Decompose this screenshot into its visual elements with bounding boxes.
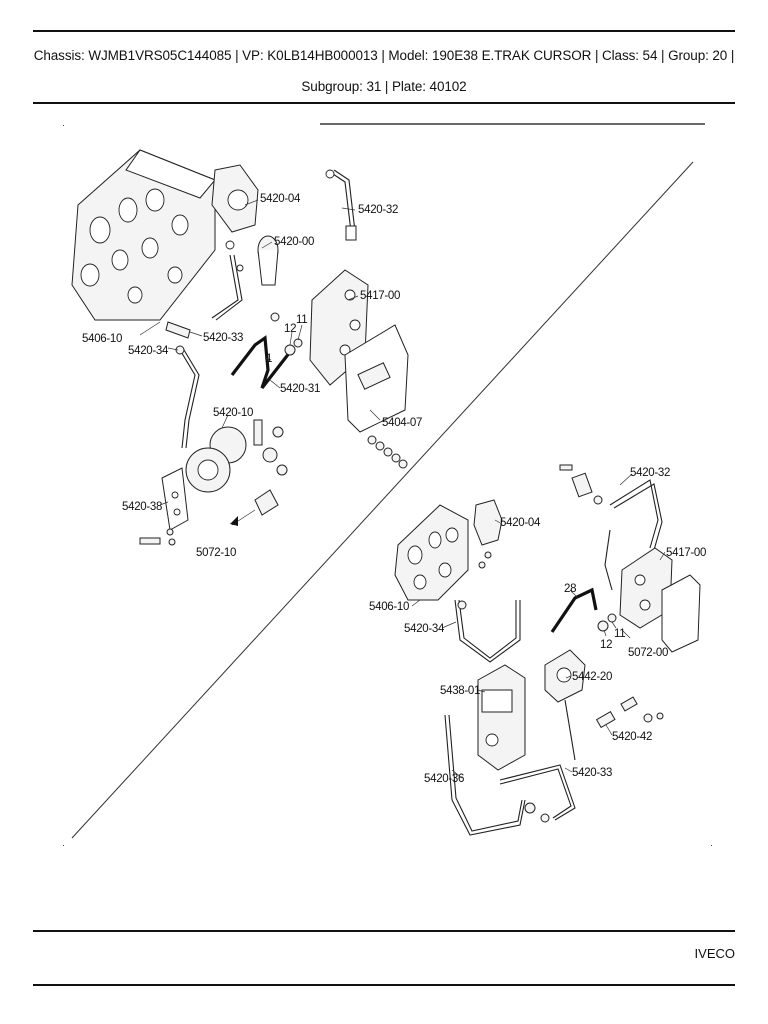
- top-bracket-5420-38: [139, 467, 189, 546]
- label-top-5420-32: 5420-32: [358, 204, 398, 216]
- label-top-5417-00: 5417-00: [360, 290, 400, 302]
- top-pipe-5420-32: [325, 169, 357, 241]
- label-bottom-5420-34: 5420-34: [404, 623, 445, 635]
- top-bracket-5404-07: [344, 324, 409, 433]
- bottom-delivery-pipe-28: [550, 587, 617, 633]
- bottom-engine-block: [394, 504, 469, 601]
- top-pipe-5420-34: [175, 345, 200, 449]
- top-valve-5072-10: [230, 464, 288, 526]
- bottom-pipe-5420-34: [454, 599, 521, 663]
- label-bottom-11: 11: [614, 628, 625, 640]
- label-top-5420-34: 5420-34: [128, 345, 169, 357]
- parts-diagram: 5420-04 5420-32 5420-00 5417-00 5406-10 …: [62, 120, 713, 850]
- header-top-rule: [33, 30, 735, 32]
- label-bottom-5406-10: 5406-10: [369, 601, 409, 613]
- svg-text:·: ·: [62, 840, 65, 850]
- label-bottom-5420-32: 5420-32: [630, 467, 670, 479]
- label-top-5406-10: 5406-10: [82, 333, 122, 345]
- svg-text:·: ·: [62, 120, 65, 130]
- top-compressor-5420-10: [185, 419, 284, 493]
- label-bottom-5420-33: 5420-33: [572, 767, 612, 779]
- label-bottom-5420-42: 5420-42: [612, 731, 652, 743]
- top-pipe-5420-33: [165, 254, 243, 339]
- label-top-12: 12: [284, 323, 296, 335]
- label-top-5420-31: 5420-31: [280, 383, 320, 395]
- label-top-5420-38: 5420-38: [122, 501, 162, 513]
- label-top-11: 11: [296, 314, 307, 326]
- bottom-pipe-5420-36: [444, 714, 550, 836]
- label-bottom-5442-20: 5442-20: [572, 671, 612, 683]
- label-bottom-5072-00: 5072-00: [628, 647, 668, 659]
- plate-header: Chassis: WJMB1VRS05C144085 | VP: K0LB14H…: [33, 48, 735, 94]
- label-bottom-5417-00: 5417-00: [666, 547, 706, 559]
- top-cover-5420-04: [211, 164, 259, 233]
- label-bottom-5420-36: 5420-36: [424, 773, 464, 785]
- view-separator-line: [71, 161, 694, 839]
- bottom-canister: [661, 574, 701, 653]
- bottom-unit-5442-20: [544, 649, 586, 703]
- svg-text:·: ·: [710, 840, 713, 850]
- label-bottom-5438-01: 5438-01: [440, 685, 480, 697]
- label-bottom-5420-04: 5420-04: [500, 517, 541, 529]
- label-top-5404-07: 5404-07: [382, 417, 422, 429]
- bottom-compressor-5438-01: [477, 664, 526, 771]
- bottom-fitting-5420-42: [595, 696, 664, 729]
- label-bottom-28: 28: [564, 583, 576, 595]
- top-filter-5420-00: [225, 235, 279, 286]
- label-top-5420-00: 5420-00: [274, 236, 314, 248]
- top-fittings-row: [367, 435, 408, 469]
- label-top-5072-10: 5072-10: [196, 547, 236, 559]
- label-top-1: 1: [266, 353, 272, 365]
- bottom-dryer-5417-00: [619, 547, 673, 629]
- brand-name: IVECO: [694, 946, 735, 961]
- label-top-5420-33: 5420-33: [203, 332, 243, 344]
- footer-bottom-rule: [33, 984, 735, 986]
- top-engine-block: [71, 149, 216, 321]
- bottom-pipe-5420-32: [559, 464, 663, 591]
- label-top-5420-10: 5420-10: [213, 407, 253, 419]
- footer-top-rule: [33, 930, 735, 932]
- top-delivery-pipe-5420-31: [230, 312, 303, 389]
- bottom-cover-5420-04: [473, 499, 503, 569]
- label-top-5420-04: 5420-04: [260, 193, 301, 205]
- label-bottom-12: 12: [600, 639, 612, 651]
- header-bottom-rule: [33, 102, 735, 104]
- bottom-pipe-5420-33: [499, 699, 576, 821]
